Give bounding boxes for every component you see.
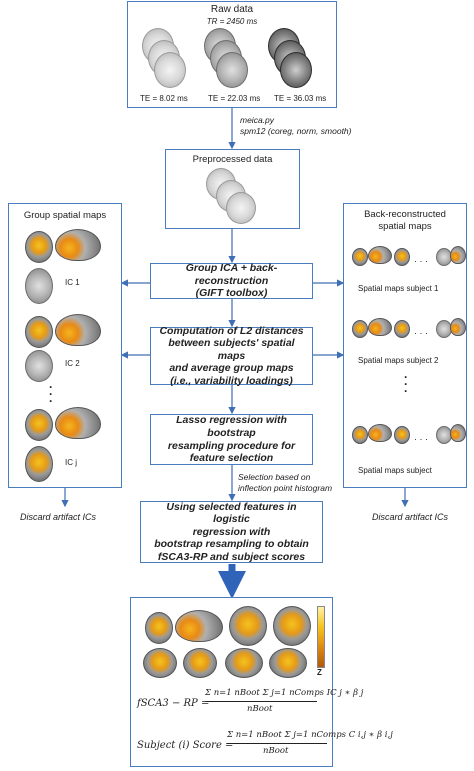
result-brain-2 [175,610,223,642]
subject-1-label: Spatial maps subject 1 [358,284,439,293]
result-box: Z fSCA3 − RP = Σ n=1 nBoot Σ j=1 nComps … [130,597,393,767]
group-icj-label: IC j [65,458,77,467]
group-vertical-ellipsis: ··· [49,380,53,408]
group-spatial-maps-box: Group spatial maps IC 1 IC 2 ··· IC j [8,203,122,488]
log-line-1: Using selected features in logistic [166,500,297,526]
result-brain-3 [229,606,267,646]
formula-2-lhs: Subject (i) Score = [137,740,234,751]
raw-data-box: Raw data TR = 2450 ms TE = 8.02 ms TE = … [127,1,337,108]
result-brain-5 [143,648,177,678]
formula-2-numerator: Σ n=1 nBoot Σ j=1 nComps C i,j ∗ β i,j [227,730,393,740]
result-brain-1 [145,612,173,644]
formula-1-lhs: fSCA3 − RP = [137,698,210,709]
si-map-3 [394,426,410,444]
s1-map-1 [352,248,368,266]
l2-line-1: Computation of L2 distances [159,324,304,337]
back-discard-label: Discard artifact ICs [372,512,449,522]
si-map-2 [368,424,392,442]
lasso-line-1: Lasso regression with bootstrap [176,414,287,439]
s2-map-5 [450,318,466,336]
te2-label: TE = 22.03 ms [208,94,261,103]
formula-2-bar [227,743,327,744]
tool-spm: spm12 (coreg, norm, smooth) [240,126,352,136]
group-ic2-sagittal [55,314,101,346]
lasso-box: Lasso regression with bootstrap resampli… [150,414,313,465]
preprocessed-title: Preprocessed data [192,154,273,165]
tr-label: TR = 2450 ms [206,17,258,26]
s2-map-1 [352,320,368,338]
formula-2-denominator: nBoot [263,746,289,756]
selection-note-2: inflection point histogram [238,483,333,493]
si-dots: · · · [414,434,428,444]
s1-map-5 [450,246,466,264]
group-discard-label: Discard artifact ICs [20,512,97,522]
result-brain-6 [183,648,217,678]
te3-label: TE = 36.03 ms [274,94,327,103]
formula-1-denominator: nBoot [247,704,273,714]
group-maps-title: Group spatial maps [23,210,107,221]
lasso-line-2: resampling procedure for [167,439,296,452]
l2-line-3: and average group maps [169,362,294,375]
preprocessed-box: Preprocessed data [165,149,300,229]
s1-dots: · · · [414,256,428,266]
l2-distance-box: Computation of L2 distances between subj… [150,324,313,387]
brain-stack-3-c [280,52,312,88]
formula-1-numerator: Σ n=1 nBoot Σ j=1 nComps IC j ∗ β j [205,688,364,698]
group-ic1-coronal [25,268,53,304]
s1-map-2 [368,246,392,264]
result-brain-8 [269,648,307,678]
result-colorbar [317,606,325,668]
group-ic2-axial [25,316,53,348]
group-ic1-axial [25,231,53,263]
group-icj-coronal [25,446,53,482]
l2-line-4: (i.e., variability loadings) [170,374,293,387]
brain-stack-1-c [154,52,186,88]
te1-label: TE = 8.02 ms [140,94,188,103]
colorbar-label: Z [317,668,322,677]
group-icj-axial [25,409,53,441]
group-ica-box: Group ICA + back-reconstruction (GIFT to… [150,262,313,300]
lasso-line-3: feature selection [189,452,274,465]
ica-line-1: Group ICA + back-reconstruction [185,262,278,287]
back-title-1: Back-reconstructed [364,209,446,220]
si-map-5 [450,424,466,442]
back-vertical-ellipsis: ··· [404,370,408,398]
raw-data-title: Raw data [210,4,254,15]
group-icj-sagittal [55,407,101,439]
group-ic1-sagittal [55,229,101,261]
result-brain-4 [273,606,311,646]
formula-1-bar [205,701,317,702]
result-brain-7 [225,648,263,678]
brain-stack-2-c [216,52,248,88]
l2-line-2: between subjects' spatial maps [168,337,295,362]
group-ic2-coronal [25,350,53,382]
group-ic1-label: IC 1 [65,278,80,287]
s2-map-3 [394,320,410,338]
log-line-2: regression with [192,525,271,538]
logistic-box: Using selected features in logistic regr… [140,501,323,563]
log-line-3: bootstrap resampling to obtain [154,538,309,551]
selection-note-1: Selection based on [238,472,311,482]
subject-i-label: Spatial maps subject [358,466,432,475]
s2-dots: · · · [414,328,428,338]
tool-meica: meica.py [240,115,275,125]
si-map-1 [352,426,368,444]
ica-line-2: (GIFT toolbox) [195,287,268,300]
s2-map-2 [368,318,392,336]
back-reconstructed-box: Back-reconstructed spatial maps · · · Sp… [343,203,467,488]
log-line-4: fSCA3-RP and subject scores [157,550,306,563]
subject-2-label: Spatial maps subject 2 [358,356,439,365]
back-title-2: spatial maps [378,221,432,232]
s1-map-3 [394,248,410,266]
group-ic2-label: IC 2 [65,359,80,368]
pre-brain-c [226,192,256,224]
